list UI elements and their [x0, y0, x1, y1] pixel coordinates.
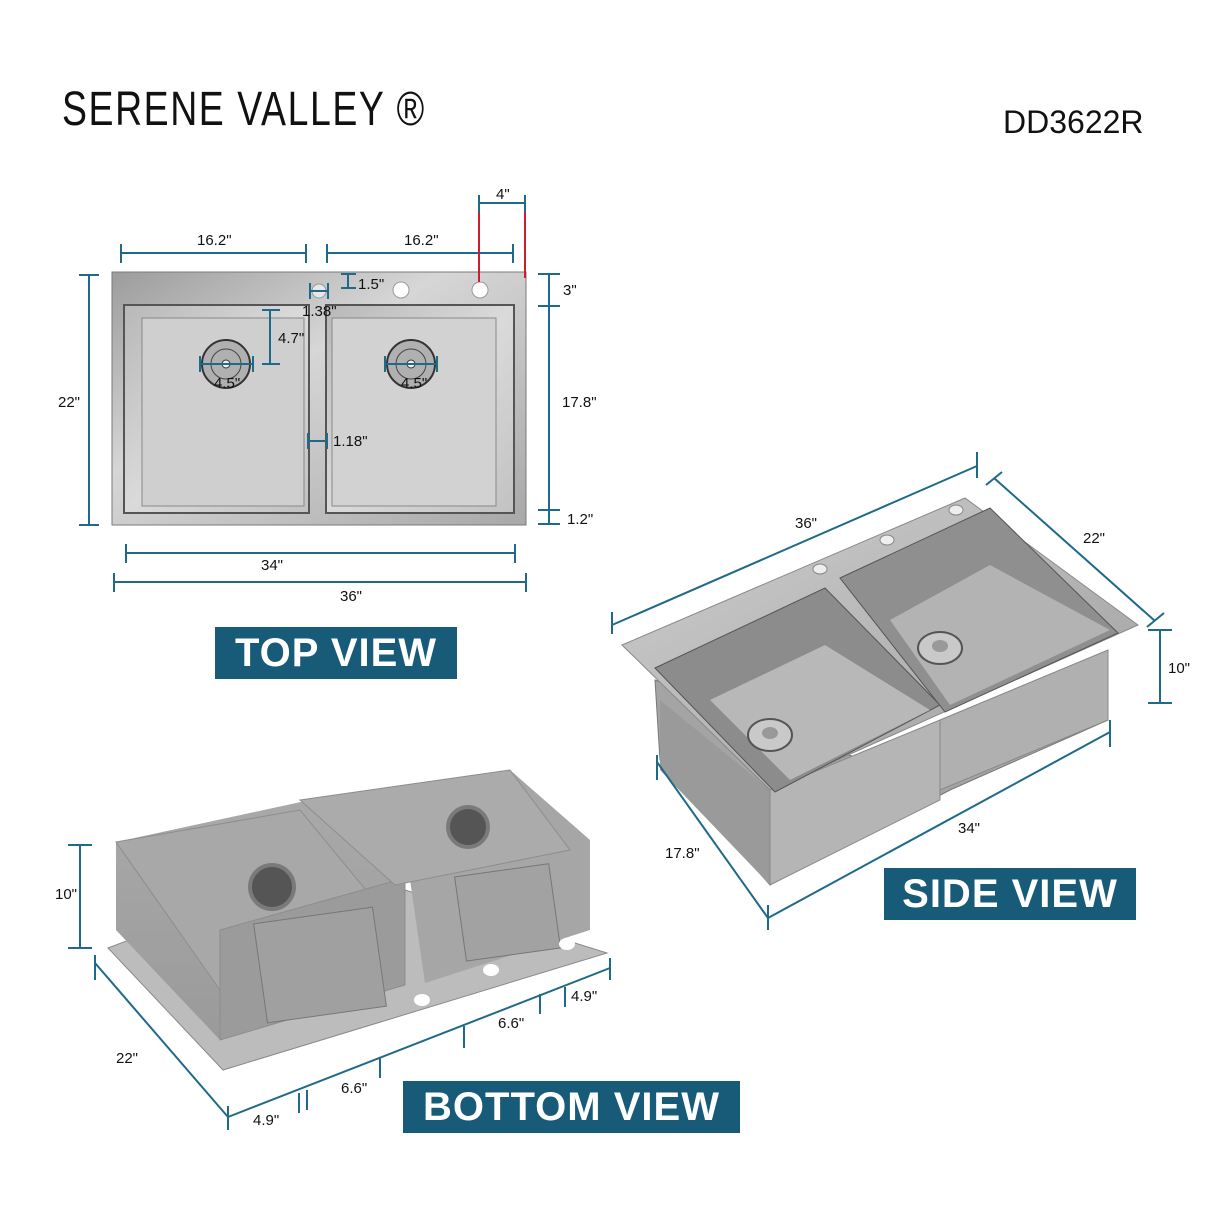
side-view-label: SIDE VIEW [884, 868, 1136, 920]
faucet-offset-markers [478, 212, 526, 282]
dim-right-drain-diameter: 4.5" [401, 375, 428, 392]
bottom-dim-edge-offset-right: 4.9" [571, 988, 598, 1005]
bottom-view-sink [107, 769, 609, 1071]
bottom-dim-edge-offset-left: 4.9" [253, 1112, 280, 1129]
bottom-view-label: BOTTOM VIEW [403, 1081, 740, 1133]
dim-left-drain-diameter: 4.5" [214, 375, 241, 392]
dim-overall-width: 36" [340, 588, 363, 605]
side-dim-overall-width: 36" [795, 515, 818, 532]
side-dim-bowl-total-width: 34" [958, 820, 981, 837]
model-number: DD3622R [1003, 104, 1144, 140]
dim-right-bowl-width: 16.2" [404, 232, 439, 249]
dim-hole-offset-top: 1.5" [358, 276, 385, 293]
dim-divider-width: 1.18" [333, 433, 368, 450]
dim-bowl-depth: 17.8" [562, 394, 597, 411]
brand-logo: SERENE VALLEY ® [62, 83, 426, 136]
side-dim-bowl-front-depth: 17.8" [665, 845, 700, 862]
top-view-dimension-lines [79, 195, 560, 592]
dim-left-bowl-width: 16.2" [197, 232, 232, 249]
bottom-dim-clip-spacing-b: 6.6" [341, 1080, 368, 1097]
side-view-dimension-lines [611, 452, 1172, 930]
bottom-view-dimension-lines [68, 844, 611, 1130]
side-dim-bowl-height: 10" [1168, 660, 1191, 677]
dim-hole-diameter: 1.38" [302, 303, 337, 320]
top-view-label: TOP VIEW [215, 627, 457, 679]
top-view-sink [111, 271, 527, 526]
dim-front-rim: 1.2" [567, 511, 594, 528]
side-dim-overall-depth: 22" [1083, 530, 1106, 547]
side-view-sink [621, 497, 1139, 886]
dim-bowl-total-width: 34" [261, 557, 284, 574]
dim-faucet-offset: 4" [496, 186, 510, 203]
dim-overall-depth: 22" [58, 394, 81, 411]
dim-deck-depth: 3" [563, 282, 577, 299]
bottom-dim-clip-spacing-a: 6.6" [498, 1015, 525, 1032]
dim-drain-offset: 4.7" [278, 330, 305, 347]
bottom-dim-overall-depth: 22" [116, 1050, 139, 1067]
bottom-dim-bowl-height: 10" [55, 886, 78, 903]
